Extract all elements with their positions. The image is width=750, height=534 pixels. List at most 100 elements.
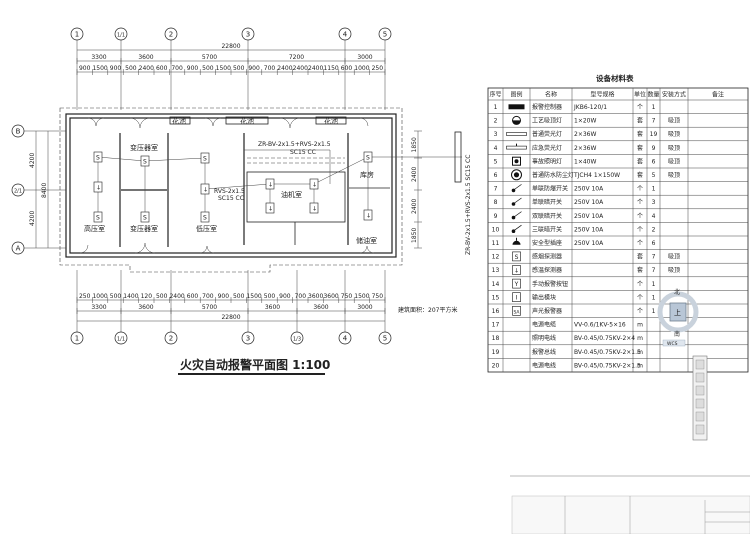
dimension-text: 3600 (313, 304, 328, 311)
dimension-text: 900 (248, 65, 260, 72)
switch-lever (514, 211, 522, 217)
dimension-text: 250 (79, 293, 91, 300)
table-cell: 单联防爆开关 (532, 185, 568, 193)
dimension-text: 2400 (411, 167, 418, 182)
table-cell: 照明电线 (532, 334, 556, 342)
axis-bubble (114, 331, 128, 345)
area-note: 建筑面积：207平方米 (398, 306, 457, 314)
dimension-text: 3000 (357, 54, 372, 61)
navigation-button[interactable] (695, 385, 705, 396)
dimension-text: 700 (295, 293, 307, 300)
table-cell: 14 (492, 281, 500, 288)
drawing-title: 火灾自动报警平面图 1:100 (180, 357, 330, 372)
smoke-detector-icon (363, 151, 373, 163)
dimension-text: 3600 (138, 54, 153, 61)
dimension-text: 700 (171, 65, 183, 72)
dimension-text: 3600 (308, 293, 323, 300)
table-cell: 7 (652, 267, 656, 274)
navigation-bar-buttons[interactable] (695, 359, 705, 435)
dimension-text: 1400 (123, 293, 138, 300)
dimension-text: 900 (218, 293, 230, 300)
table-cell: JKB6-120/1 (573, 104, 607, 111)
table-cell: BV-0.45/0.75KV-2×4 (574, 335, 635, 342)
table-cell: 18 (492, 335, 500, 342)
table-cell: 13 (492, 267, 500, 274)
table-cell: 报警控制器 (532, 103, 562, 111)
table-cell: 17 (492, 322, 500, 329)
viewcube-ring[interactable] (657, 291, 699, 333)
axis-bubble (241, 331, 255, 345)
dimension-text: 700 (202, 293, 214, 300)
dimension-text: 900 (187, 65, 199, 72)
axis-label: 4 (343, 335, 348, 343)
heat-detector-icon (309, 178, 319, 190)
device-symbol-glyph: ↓ (514, 268, 519, 275)
table-cell: 1×40W (574, 158, 596, 165)
viewcube[interactable]: 上 北 南 WCS (657, 288, 699, 347)
axis-label: 2 (169, 335, 173, 343)
axis-bubble (164, 331, 178, 345)
table-cell: 套 (637, 171, 643, 179)
detector-glyph: ↓ (312, 182, 317, 189)
table-cell: 1 (652, 308, 656, 315)
smoke-detector-icon (93, 151, 103, 163)
navigation-button[interactable] (695, 424, 705, 435)
detector-glyph: S (96, 155, 100, 162)
smoke-detector-icon (93, 211, 103, 223)
viewcube-south[interactable]: 南 (674, 330, 680, 338)
smoke-detector-icon (140, 155, 150, 167)
heat-detector-icon (363, 209, 373, 221)
table-header: 型号规格 (590, 91, 614, 99)
heat-detector-icon (309, 202, 319, 214)
table-cell: 3 (652, 199, 656, 206)
table-cell: 1 (652, 104, 656, 111)
dimension-text: 1000 (354, 65, 369, 72)
detector-glyph: S (143, 159, 147, 166)
heat-detector-icon (93, 181, 103, 193)
table-cell: 2 (494, 118, 498, 125)
switch-icon (511, 215, 516, 220)
table-cell: m (637, 322, 643, 329)
room-label: 变压器室 (130, 143, 158, 152)
axis-label: 1 (75, 31, 79, 39)
table-cell: 9 (652, 145, 656, 152)
planter-label: 花池 (240, 116, 254, 125)
planter-label: 花池 (172, 116, 186, 125)
navigation-button[interactable] (695, 359, 705, 370)
table-cell: VV-0.6/1KV-5×16 (574, 322, 626, 329)
dimension-text: 500 (125, 65, 137, 72)
device-symbol-icon (512, 278, 521, 289)
table-header: 名称 (545, 91, 557, 99)
navigation-button[interactable] (695, 411, 705, 422)
planter-label: 花池 (324, 116, 338, 125)
table-cell: 5 (652, 172, 656, 179)
viewcube-face[interactable] (669, 302, 687, 322)
viewcube-north[interactable]: 北 (674, 288, 680, 296)
axis-label: 5 (383, 335, 387, 343)
axis-bubble (70, 331, 84, 345)
axis-label: 2 (169, 31, 173, 39)
navigation-button[interactable] (695, 372, 705, 383)
dimension-text: 500 (233, 293, 245, 300)
dimension-text: 2400 (139, 65, 154, 72)
navigation-button[interactable] (695, 398, 705, 409)
dimension-text: 8400 (41, 183, 48, 198)
smoke-detector-icon (140, 211, 150, 223)
table-cell: 250V 10A (574, 213, 604, 220)
emergency-light-dot (514, 159, 519, 164)
fluorescent-lamp-icon (506, 145, 527, 150)
wcs-menu[interactable] (662, 339, 686, 347)
detector-glyph: S (203, 156, 207, 163)
axis-label: 5 (383, 31, 387, 39)
table-cell: 2×36W (574, 131, 596, 138)
axis-label: 1/3 (293, 337, 301, 343)
